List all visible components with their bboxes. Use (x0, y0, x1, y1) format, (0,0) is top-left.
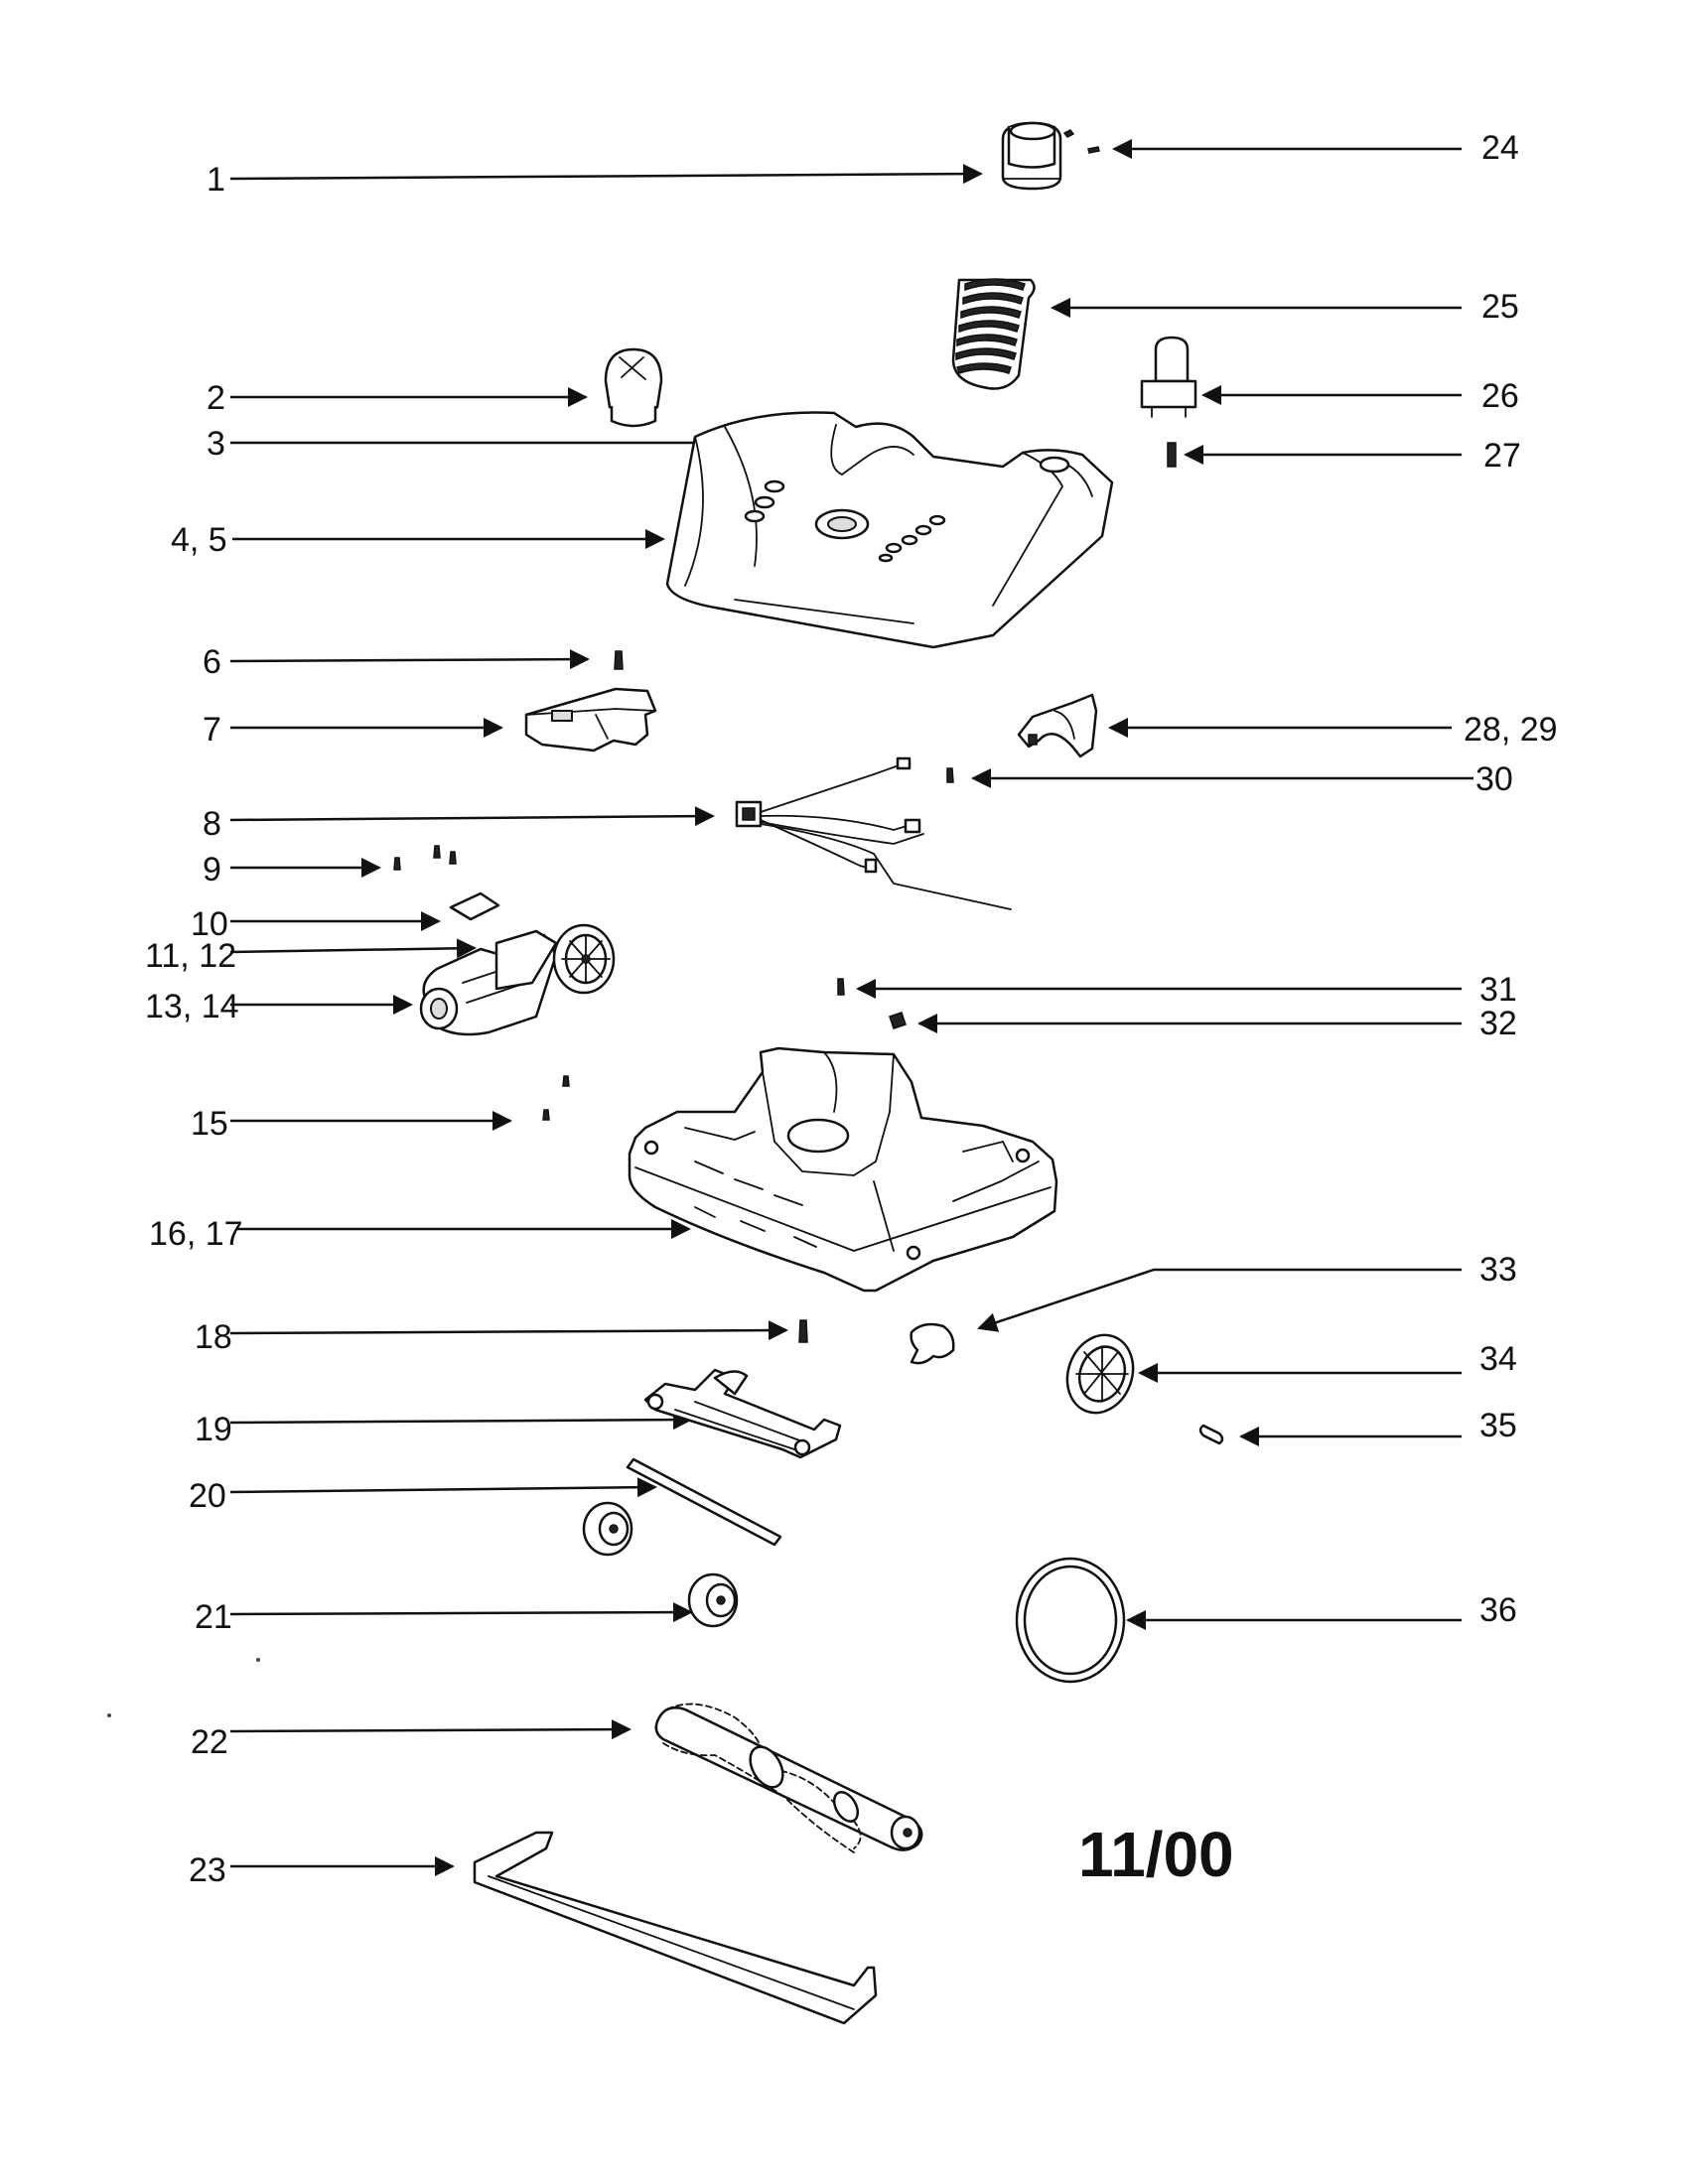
callout-label-4-5: 4, 5 (171, 521, 227, 559)
callout-label-22: 22 (191, 1723, 228, 1761)
callout-label-25: 25 (1481, 288, 1519, 326)
leader-arrow-20 (229, 1477, 657, 1498)
callout-label-8: 8 (203, 805, 221, 843)
part-hood-cover (665, 411, 1114, 649)
callout-label-2: 2 (207, 379, 225, 417)
callout-label-6: 6 (203, 643, 221, 681)
callout-label-20: 20 (189, 1477, 226, 1515)
leader-arrow-1 (229, 164, 983, 185)
part-wheel-34 (1065, 1333, 1135, 1415)
callout-label-9: 9 (203, 851, 221, 888)
part-motor-assembly (419, 923, 616, 1036)
part-screws-15 (542, 1075, 570, 1121)
callout-label-15: 15 (191, 1105, 228, 1143)
leader-arrow-19 (229, 1410, 693, 1431)
part-switch (1140, 336, 1197, 418)
callout-label-18: 18 (195, 1318, 232, 1356)
callout-label-3: 3 (207, 425, 225, 463)
part-wiring-harness (735, 756, 1012, 910)
part-base-housing (628, 1046, 1058, 1293)
callout-label-19: 19 (195, 1411, 232, 1448)
part-screw-6 (614, 650, 624, 670)
leader-arrow-18 (229, 1320, 788, 1341)
callout-label-11-12: 11, 12 (145, 937, 236, 975)
callout-label-32: 32 (1479, 1005, 1517, 1042)
callout-label-26: 26 (1481, 377, 1519, 415)
leader-arrow-6 (229, 649, 590, 670)
callout-label-10: 10 (191, 905, 228, 943)
part-brushroll-22 (654, 1703, 923, 1853)
callout-label-28-29: 28, 29 (1464, 711, 1558, 749)
callout-label-33: 33 (1479, 1251, 1517, 1289)
callout-label-35: 35 (1479, 1407, 1517, 1444)
part-end-cap-21a (582, 1501, 633, 1557)
callout-label-7: 7 (203, 711, 221, 749)
part-spring-pin (1167, 442, 1177, 468)
part-screw-30 (946, 767, 954, 783)
part-screw-18 (798, 1319, 808, 1343)
leader-arrow-21 (229, 1602, 693, 1623)
callout-label-36: 36 (1479, 1591, 1517, 1629)
part-screws-9 (393, 845, 457, 871)
part-end-cap-21b (687, 1572, 739, 1628)
part-screw-31 (837, 978, 845, 996)
part-rod-20 (626, 1457, 782, 1547)
leader-arrow-33 (977, 1268, 1462, 1332)
part-bracket-7 (524, 687, 657, 752)
callout-label-24: 24 (1481, 129, 1519, 167)
part-light-bulb (604, 347, 663, 428)
leader-arrow-11-12 (229, 938, 477, 959)
callout-label-16-17: 16, 17 (149, 1215, 243, 1253)
callout-label-27: 27 (1483, 437, 1521, 475)
part-hose-connector (1001, 121, 1062, 191)
part-belt-36 (1015, 1557, 1126, 1684)
callout-label-31: 31 (1479, 971, 1517, 1009)
callout-label-21: 21 (195, 1598, 232, 1636)
speck-1 (256, 1658, 260, 1662)
callout-label-30: 30 (1475, 760, 1513, 798)
callout-label-1: 1 (207, 161, 225, 199)
callout-label-34: 34 (1479, 1340, 1517, 1378)
part-brush-housing (643, 1368, 842, 1459)
callout-label-23: 23 (189, 1851, 226, 1889)
part-plate-10 (449, 891, 500, 921)
part-block-32 (889, 1012, 907, 1029)
part-small-clips (1062, 129, 1100, 154)
part-pin-35 (1198, 1424, 1224, 1445)
date-code: 11/00 (1078, 1819, 1234, 1890)
part-clip-33 (910, 1322, 955, 1365)
leader-arrow-22 (229, 1719, 632, 1740)
leader-arrow-8 (229, 806, 715, 827)
part-cover-clip (1017, 693, 1098, 758)
callout-label-13-14: 13, 14 (145, 988, 239, 1025)
part-flexible-hose (951, 278, 1036, 390)
speck-2 (107, 1713, 111, 1717)
part-bumper-23 (473, 1831, 878, 2025)
